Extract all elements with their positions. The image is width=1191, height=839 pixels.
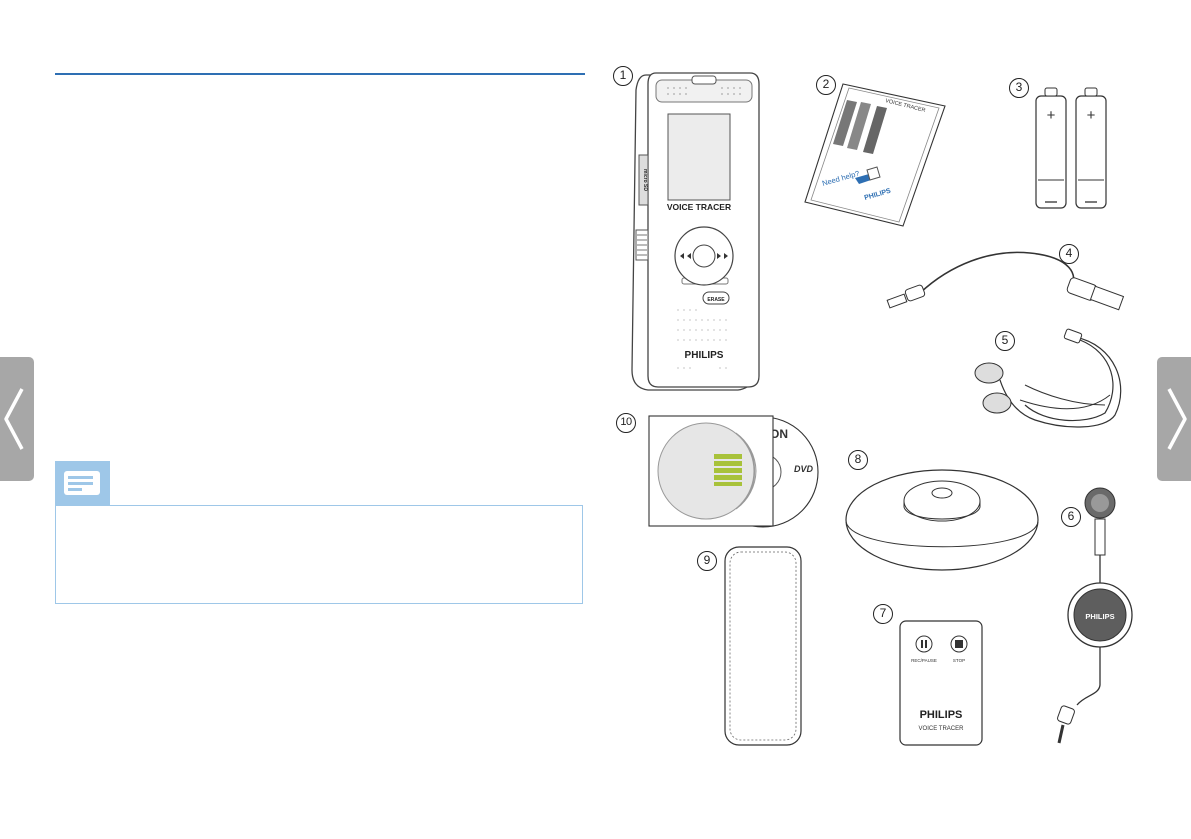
remote-rec-label: REC/PAUSE — [911, 658, 937, 663]
voice-recorder-illustration: VOICE TRACER ERASE PHILIPS micro SD — [631, 72, 760, 391]
usb-cable-illustration — [886, 251, 1125, 311]
quick-start-guide-illustration: VOICE TRACER Need help? PHILIPS — [804, 83, 946, 227]
note-box — [55, 505, 583, 604]
svg-text:+: + — [1047, 107, 1056, 124]
callout-8: 8 — [848, 450, 868, 470]
callout-4: 4 — [1059, 244, 1079, 264]
cd-dvd-label: DVD — [794, 464, 814, 474]
stereo-earphones-illustration — [974, 328, 1122, 428]
retractable-earphone-illustration: PHILIPS — [1057, 487, 1133, 744]
chevron-right-icon — [1167, 388, 1187, 450]
callout-1: 1 — [613, 66, 633, 86]
chevron-left-icon — [4, 388, 24, 450]
earphone-reel-logo: PHILIPS — [1085, 612, 1114, 621]
batteries-illustration: + + — [1035, 87, 1107, 209]
callout-5: 5 — [995, 331, 1015, 351]
remote-logo: PHILIPS — [920, 709, 963, 721]
callout-3: 3 — [1009, 78, 1029, 98]
callout-7: 7 — [873, 604, 893, 624]
recorder-brand-label: VOICE TRACER — [667, 202, 731, 212]
pouch-illustration — [724, 546, 802, 746]
remote-brand-label: VOICE TRACER — [919, 726, 965, 732]
note-icon — [64, 471, 100, 495]
section-header-rule — [55, 73, 585, 75]
software-cd-illustration: AGON DVD — [648, 415, 819, 528]
recorder-logo: PHILIPS — [685, 350, 724, 361]
recorder-erase-label: ERASE — [707, 297, 725, 303]
callout-10: 10 — [616, 413, 636, 433]
meeting-microphone-illustration — [845, 469, 1039, 571]
callout-6: 6 — [1061, 507, 1081, 527]
next-page-button[interactable] — [1157, 357, 1191, 481]
previous-page-button[interactable] — [0, 357, 34, 481]
remote-control-illustration: REC/PAUSE STOP PHILIPS VOICE TRACER — [899, 620, 983, 746]
svg-text:+: + — [1087, 107, 1096, 124]
callout-2: 2 — [816, 75, 836, 95]
note-tab — [55, 461, 110, 505]
callout-9: 9 — [697, 551, 717, 571]
remote-stop-label: STOP — [953, 658, 965, 663]
recorder-card-label: micro SD — [642, 169, 648, 191]
